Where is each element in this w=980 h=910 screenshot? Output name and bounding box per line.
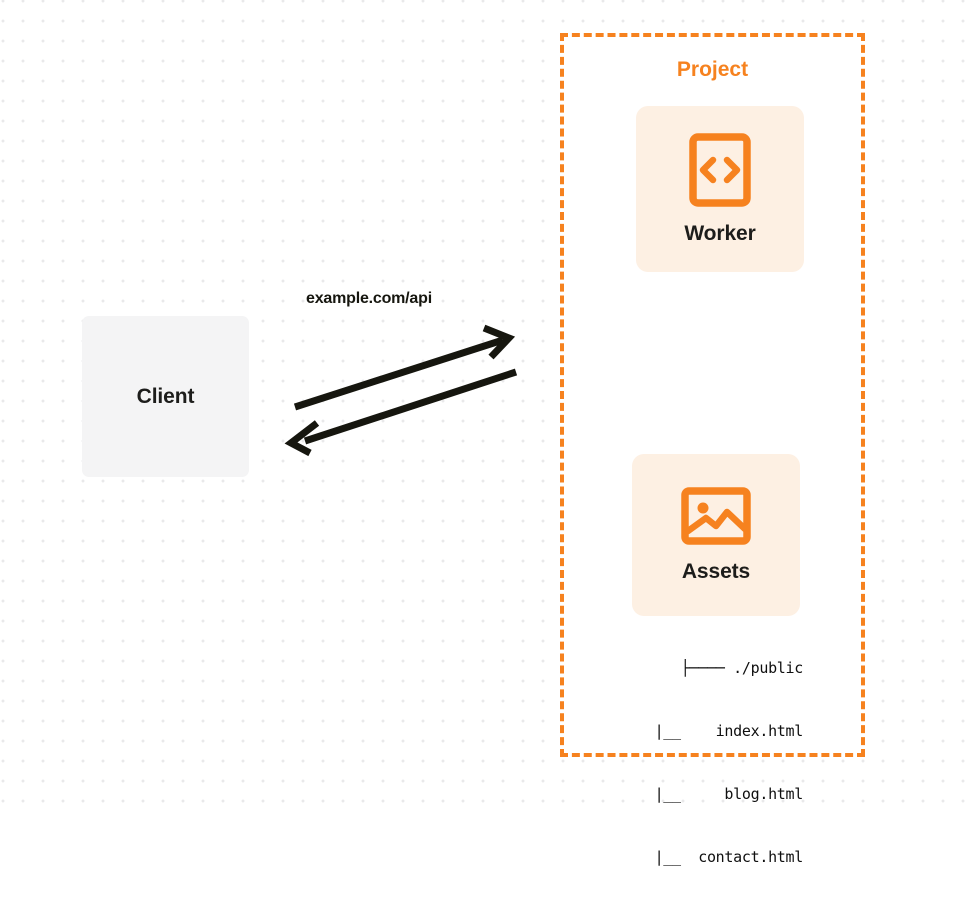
response-arrow <box>284 368 518 457</box>
file-tree-row: ├──── ./public <box>680 659 804 677</box>
request-arrow <box>293 324 516 411</box>
assets-file-tree: ├──── ./public |__ index.html |__ blog.h… <box>600 616 804 910</box>
assets-card-label: Assets <box>681 559 751 583</box>
file-tree-row: |__ blog.html <box>654 785 804 803</box>
worker-card[interactable]: Worker <box>636 106 804 272</box>
project-title: Project <box>670 58 755 82</box>
file-tree-row: |__ index.html <box>654 722 804 740</box>
image-icon <box>681 486 751 550</box>
assets-card[interactable]: Assets <box>632 454 800 616</box>
project-container: Project Worker Assets <box>560 33 865 757</box>
file-tree-row: |__ contact.html <box>654 848 804 866</box>
client-node[interactable]: Client <box>82 316 249 477</box>
code-brackets-icon <box>689 132 751 212</box>
request-url-label: example.com/api <box>306 290 432 307</box>
diagram-canvas: Client example.com/api Project W <box>0 0 980 866</box>
worker-card-label: Worker <box>684 221 756 245</box>
client-node-label: Client <box>136 384 195 408</box>
